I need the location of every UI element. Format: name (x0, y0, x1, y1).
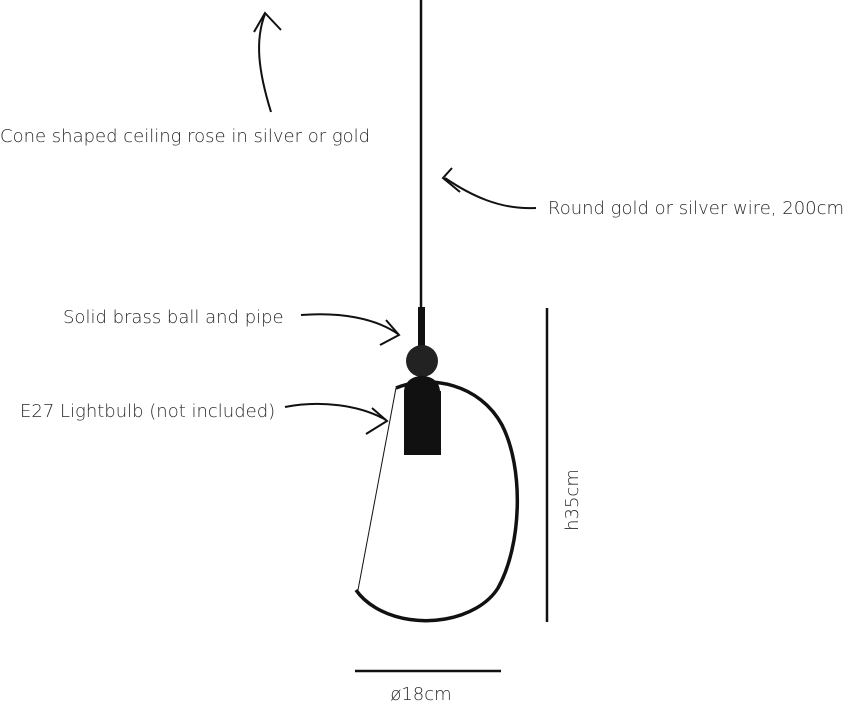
bulb-arrow (284, 402, 387, 421)
bulb-label: E27 Lightbulb (not included) (20, 401, 275, 422)
ball-pipe-arrowhead (379, 319, 401, 346)
bulb-socket-top (404, 376, 440, 392)
diameter-label: ø18cm (390, 684, 451, 704)
lamp-shade-chord (357, 387, 397, 591)
ball-pipe-label: Solid brass ball and pipe (63, 307, 284, 328)
wire-arrow (444, 177, 537, 210)
ceiling-rose-label: Cone shaped ceiling rose in silver or go… (0, 126, 370, 147)
wire-arrowhead (441, 167, 461, 193)
bulb-socket (404, 391, 441, 455)
ball-pipe-arrow (300, 313, 399, 335)
bulb-arrowhead (365, 407, 389, 435)
ceiling-rose-arrow (258, 13, 272, 113)
ceiling-rose-arrowhead (253, 11, 282, 33)
lamp-shade-loop (354, 380, 519, 623)
wire-label: Round gold or silver wire, 200cm (548, 198, 844, 219)
height-label: h35cm (562, 469, 583, 531)
brass-ball (406, 345, 438, 377)
brass-pipe (418, 307, 425, 349)
